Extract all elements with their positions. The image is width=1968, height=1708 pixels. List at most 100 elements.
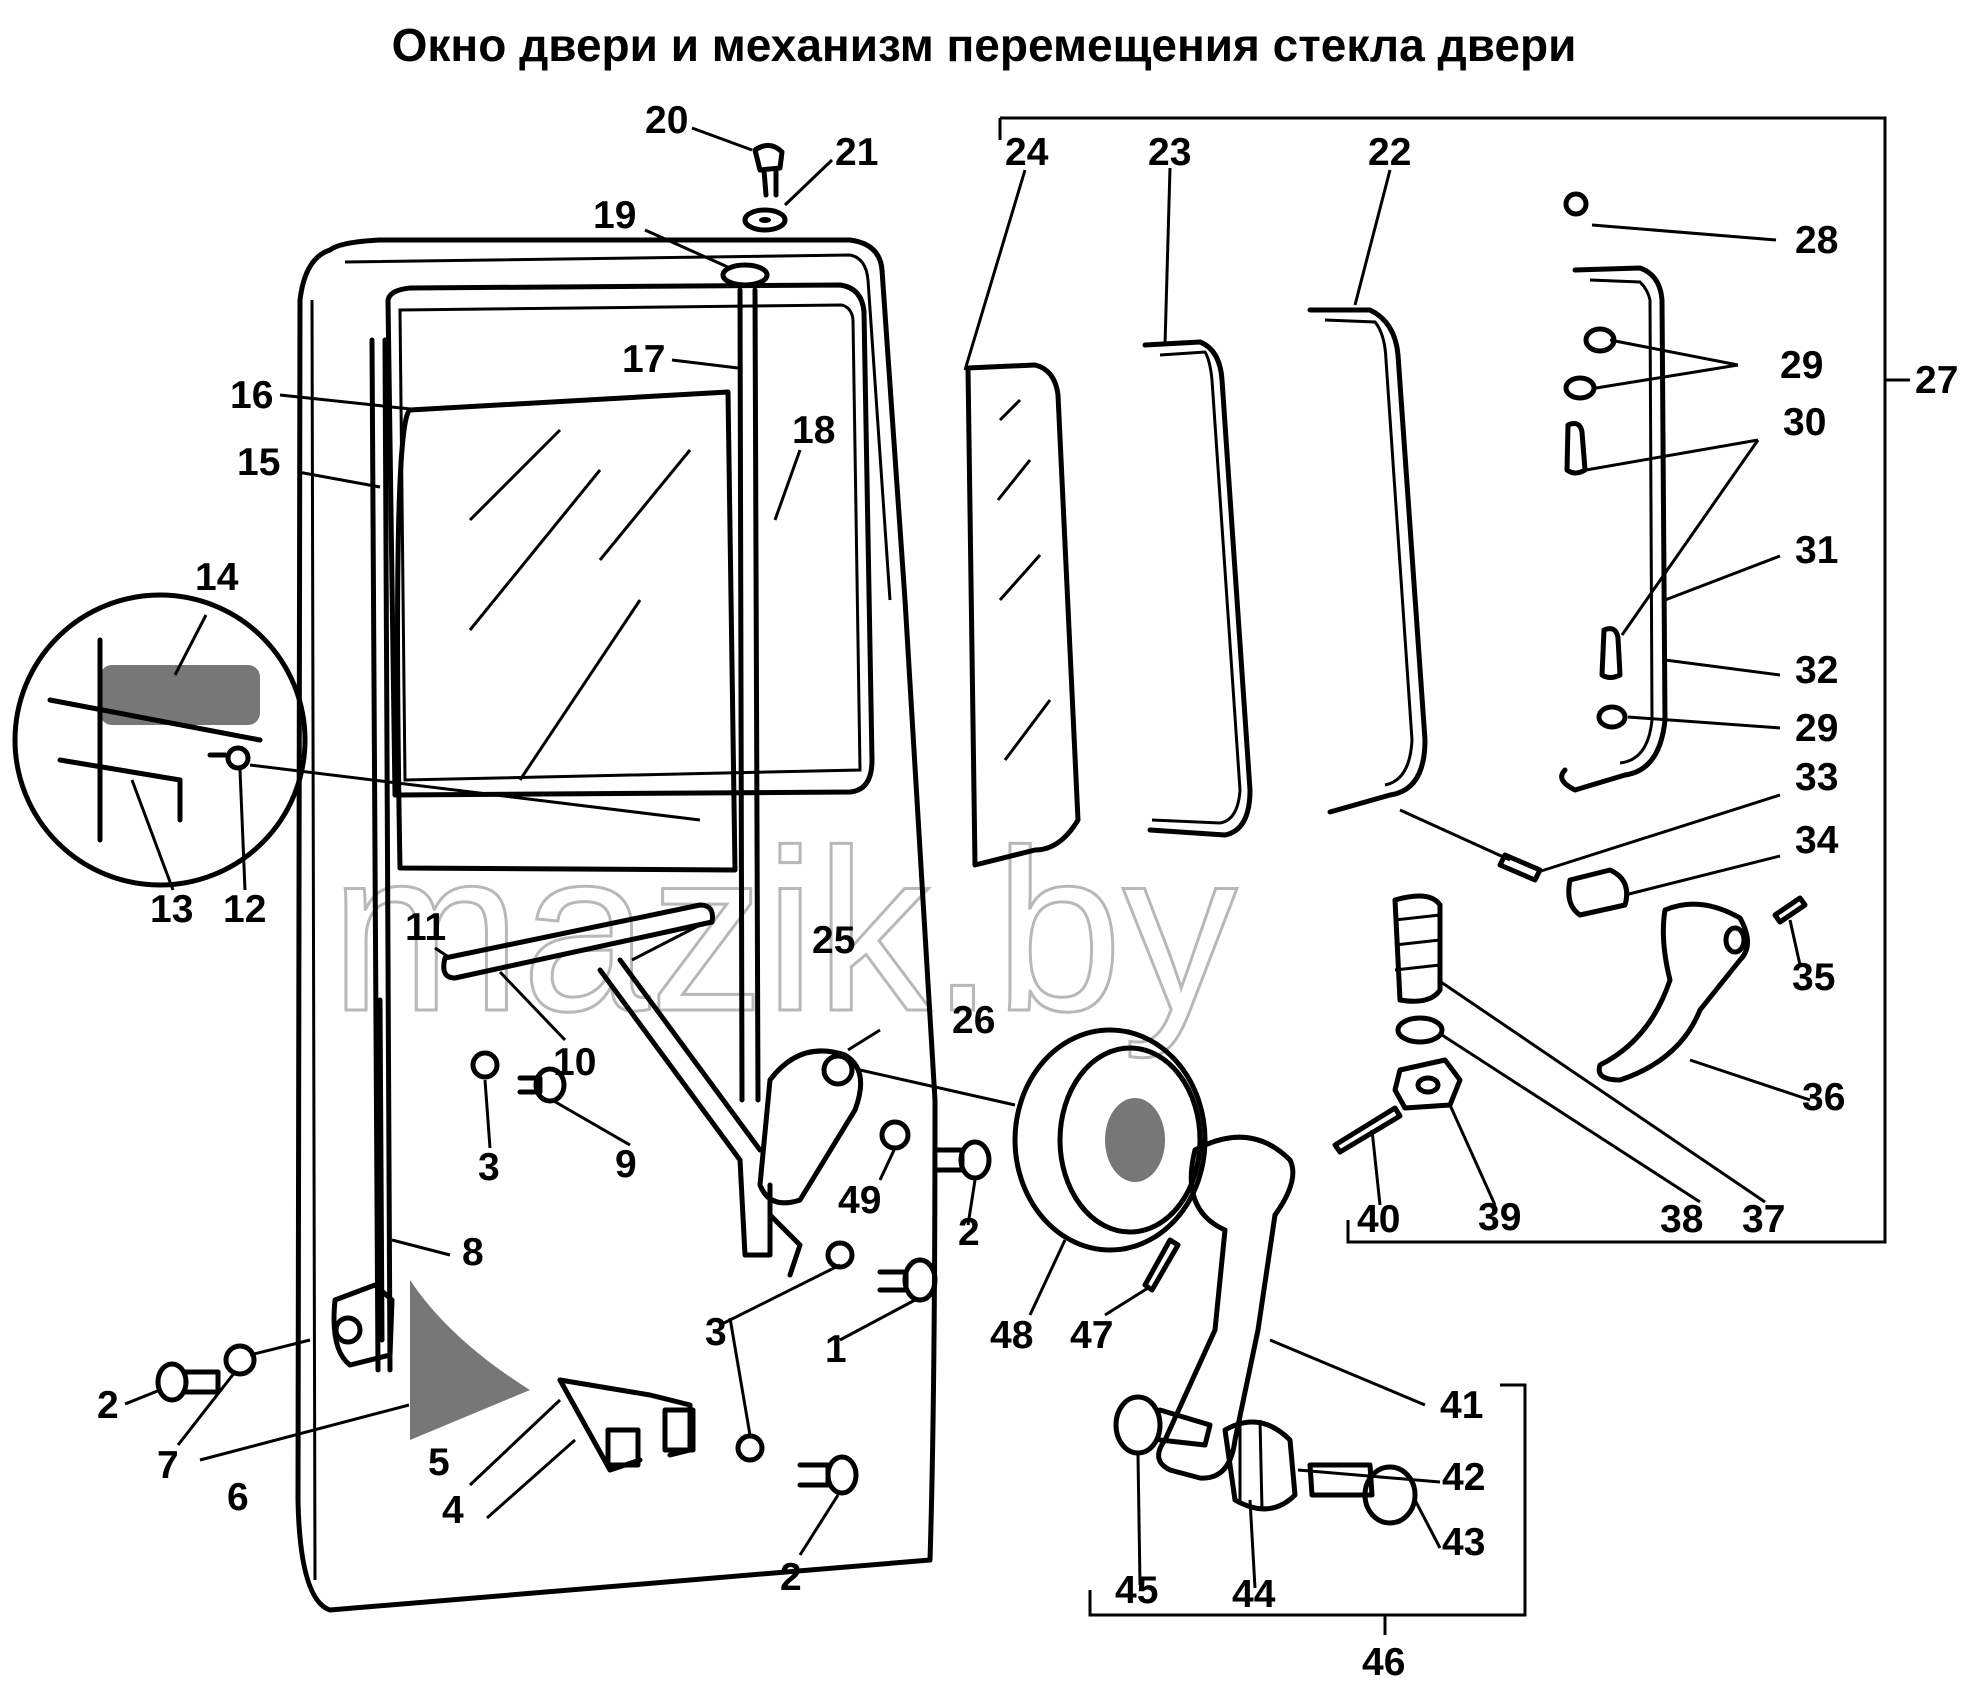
watermark-text: mazik.by [330, 802, 1237, 1059]
callout-27: 27 [1915, 359, 1958, 402]
vent-glass-24 [965, 362, 1081, 868]
callout-46: 46 [1362, 1641, 1405, 1684]
callout-41: 41 [1440, 1384, 1483, 1427]
callout-36: 36 [1802, 1076, 1845, 1119]
detail-view [12, 592, 701, 888]
pin-40 [1332, 1105, 1403, 1155]
pin-35 [1772, 895, 1808, 925]
callout-3-lower: 3 [705, 1311, 727, 1354]
callout-45: 45 [1115, 1569, 1158, 1612]
callout-2-left: 2 [97, 1384, 119, 1427]
washer-29c [1596, 704, 1628, 730]
callout-11: 11 [405, 906, 446, 949]
washer-21 [742, 207, 788, 233]
callout-6: 6 [227, 1476, 249, 1519]
diagram-title: Окно двери и механизм перемещения стекла… [391, 19, 1577, 71]
lift-channel-11 [441, 902, 715, 981]
callout-4: 4 [442, 1489, 464, 1532]
bolt-9 [517, 1066, 567, 1104]
callout-7: 7 [157, 1444, 179, 1487]
nut-28 [1563, 191, 1589, 217]
support-bracket-4 [557, 1377, 696, 1473]
washer-38 [1395, 1015, 1445, 1045]
callout-33: 33 [1795, 756, 1838, 799]
seal-23 [1142, 339, 1253, 838]
callout-18: 18 [792, 409, 835, 452]
callout-31: 31 [1795, 529, 1838, 572]
callout-26: 26 [952, 999, 995, 1042]
callout-42: 42 [1442, 1456, 1485, 1499]
callout-34: 34 [1795, 819, 1839, 862]
knob-43 [1307, 1462, 1418, 1526]
regulator-mechanism-26 [597, 957, 864, 1278]
bolt-1 [877, 1257, 938, 1303]
screw-12 [207, 745, 251, 771]
callout-20: 20 [645, 99, 688, 142]
insulation-pad-6 [410, 1280, 530, 1440]
window-frame [385, 282, 875, 798]
lever-36 [1596, 901, 1750, 1083]
callout-28: 28 [1795, 219, 1838, 262]
callout-48: 48 [990, 1314, 1033, 1357]
callout-16: 16 [230, 374, 273, 417]
callout-13: 13 [150, 888, 193, 931]
top-fastener-19 [720, 262, 770, 288]
group-27-bracket [998, 116, 1887, 1244]
washer-3-lower-b [735, 1433, 765, 1463]
callout-2-middle: 2 [958, 1211, 980, 1254]
washer-3-upper [470, 1050, 500, 1080]
callout-30: 30 [1783, 401, 1826, 444]
callout-38: 38 [1660, 1198, 1703, 1241]
callout-12: 12 [223, 888, 266, 931]
bushing-34 [1566, 867, 1630, 918]
handle-shaft-45 [1113, 1394, 1213, 1456]
callout-29-lower: 29 [1795, 707, 1838, 750]
callout-10: 10 [553, 1041, 596, 1084]
washer-3-lower-a [825, 1240, 855, 1270]
guide-rail-18 [737, 287, 761, 1103]
nut-39 [1392, 1057, 1463, 1111]
callout-2-bottom: 2 [780, 1556, 802, 1599]
bolt-2-left [155, 1361, 221, 1403]
callout-47: 47 [1070, 1314, 1113, 1357]
screw-30a [1564, 421, 1588, 476]
callout-1: 1 [825, 1328, 847, 1371]
callout-32: 32 [1795, 649, 1838, 692]
callout-5: 5 [428, 1441, 450, 1484]
door-panel [295, 237, 938, 1613]
callout-24: 24 [1005, 131, 1049, 174]
callout-44: 44 [1232, 1573, 1276, 1616]
pin-47 [1142, 1237, 1181, 1293]
callout-37: 37 [1742, 1198, 1785, 1241]
bracket [331, 1282, 395, 1368]
handle-rod-32 [1559, 265, 1668, 793]
spring-pin-33 [1497, 852, 1543, 883]
handle-rosette-48 [859, 1027, 1208, 1253]
leader-lines [124, 126, 1811, 1589]
callout-14: 14 [195, 556, 239, 599]
callout-17: 17 [622, 338, 665, 381]
callout-9: 9 [615, 1143, 637, 1186]
callout-3-upper: 3 [478, 1146, 500, 1189]
callout-49: 49 [838, 1179, 881, 1222]
callout-25: 25 [812, 919, 855, 962]
callout-15: 15 [237, 441, 280, 484]
bolt-2-bottom [797, 1454, 859, 1496]
crank-handle-41 [1156, 1134, 1296, 1481]
screw-30b [1599, 626, 1623, 680]
callout-19: 19 [593, 194, 636, 237]
arrow-7 [249, 1338, 311, 1357]
group-46-bracket [1088, 1383, 1527, 1635]
washer-29a [1583, 326, 1617, 354]
callout-8: 8 [462, 1231, 484, 1274]
lower-guide-8 [377, 997, 385, 1343]
washer-49 [879, 1119, 911, 1151]
channel-left-15-inner [382, 337, 393, 1373]
callout-22: 22 [1368, 131, 1411, 174]
spring-37 [1392, 893, 1443, 1004]
door-glass-16 [395, 389, 738, 873]
callout-29-upper: 29 [1780, 344, 1823, 387]
screw-20 [752, 143, 785, 198]
callout-23: 23 [1148, 131, 1191, 174]
